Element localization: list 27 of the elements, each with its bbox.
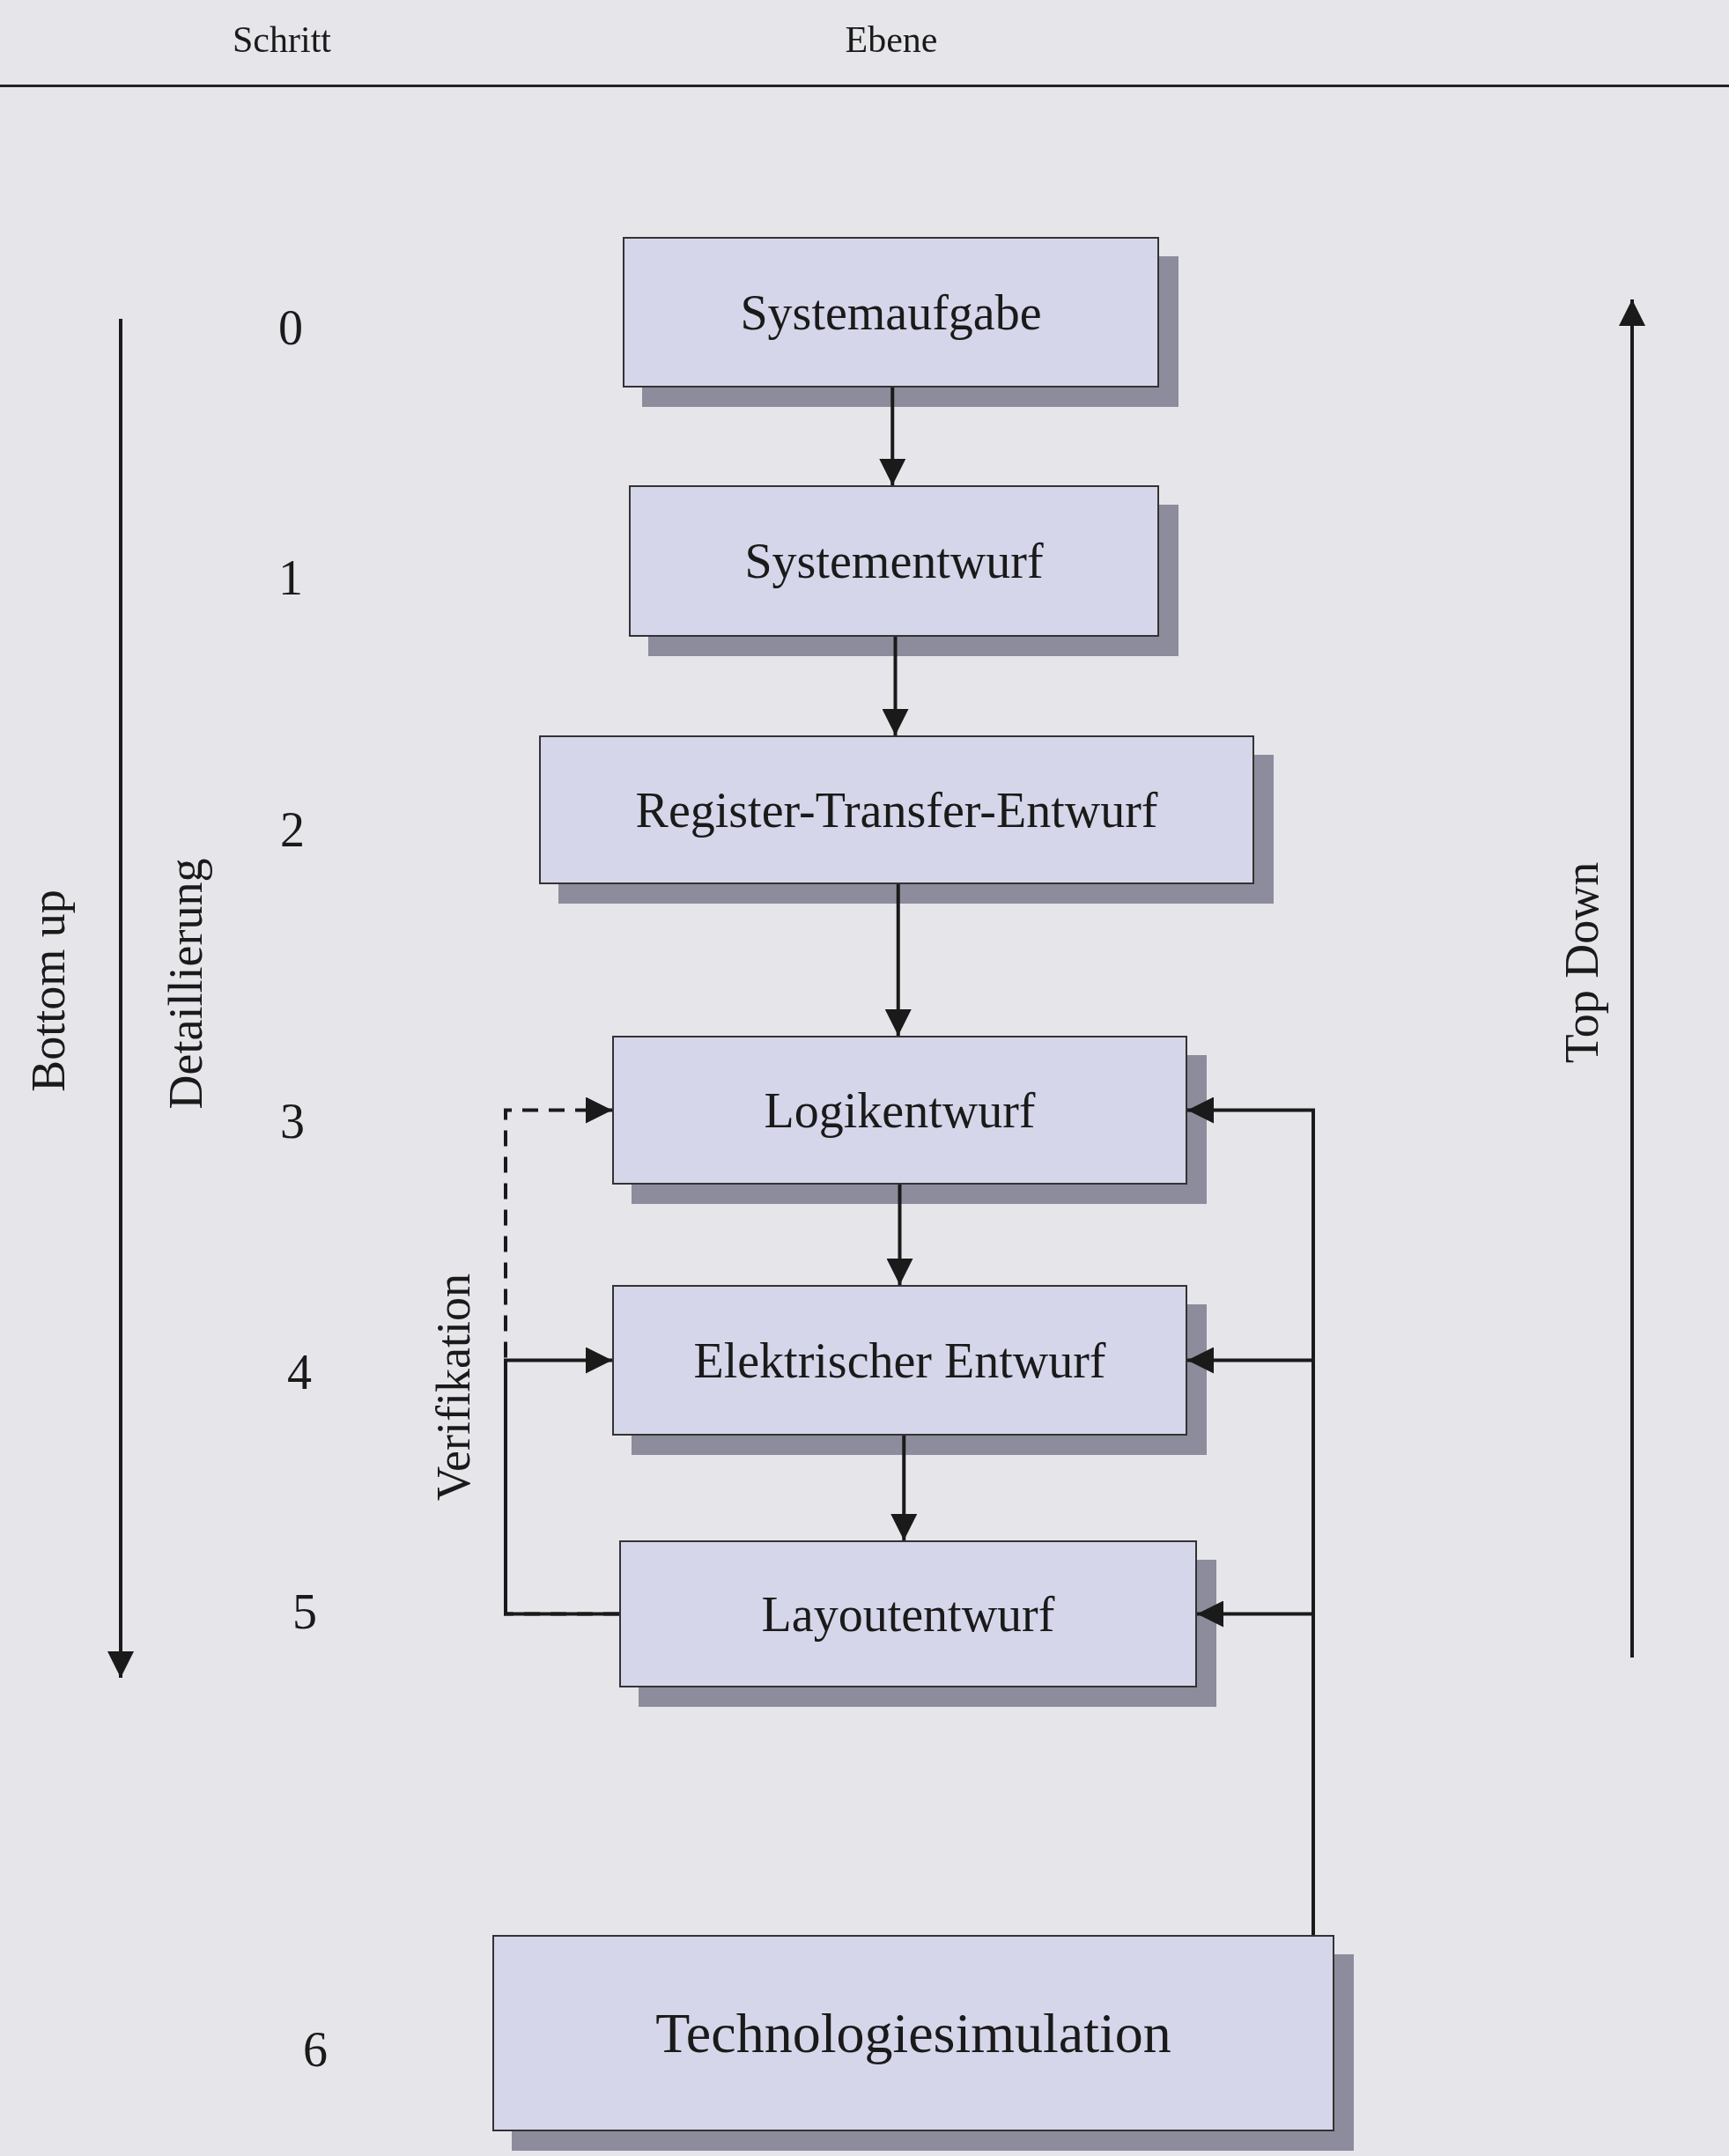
box-label: Logikentwurf [764, 1082, 1036, 1140]
axis-label: Verifikation [425, 1274, 481, 1501]
step-label: Ebene [845, 18, 938, 62]
step-label: 1 [278, 550, 303, 607]
step-label: 3 [280, 1093, 305, 1150]
step-label: 4 [287, 1344, 312, 1401]
arrow [890, 1436, 918, 1540]
axis-label: Top Down [1554, 861, 1609, 1064]
box-label: Register-Transfer-Entwurf [635, 781, 1158, 839]
box-label: Technologiesimulation [655, 2000, 1171, 2066]
arrow [1197, 1600, 1315, 1935]
arrow [884, 884, 912, 1036]
arrow [886, 1185, 913, 1285]
box-label: Elektrischer Entwurf [693, 1332, 1106, 1390]
step-label: 2 [280, 801, 305, 859]
arrow [879, 388, 906, 485]
axis-label: Detaillierung [158, 858, 213, 1110]
box-label: Systementwurf [744, 533, 1044, 590]
box-label: Layoutentwurf [761, 1585, 1055, 1643]
step-label: Schritt [233, 18, 331, 62]
step-label: 5 [292, 1584, 317, 1641]
arrow [504, 1347, 619, 1616]
step-label: 0 [278, 299, 303, 357]
box-label: Systemaufgabe [740, 284, 1042, 342]
arrow [882, 637, 909, 735]
step-label: 6 [303, 2021, 328, 2078]
axis-label: Bottom up [20, 890, 76, 1092]
